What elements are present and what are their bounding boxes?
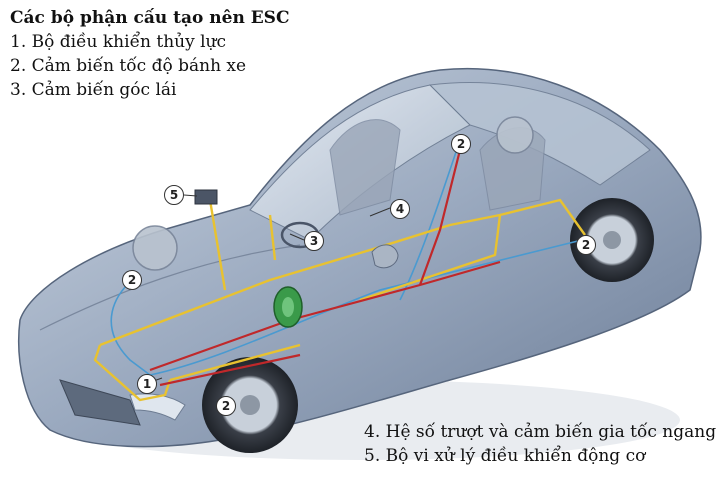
callout-2-front-left: 2 [122,270,142,290]
leader-line-5 [183,194,198,197]
wheel-rear-hub [603,231,621,249]
callout-2-front-right: 2 [216,396,236,416]
callout-5: 5 [164,185,184,205]
legend-item-1: 1. Bộ điều khiển thủy lực [10,32,227,52]
callout-2-rear-right: 2 [576,235,596,255]
legend-top: Các bộ phận cấu tạo nên ESC 1. Bộ điều k… [10,6,290,102]
wheel-front-hub [240,395,260,415]
car-grille [59,379,141,426]
brake-front-left [132,225,178,271]
wire-yellow [93,198,586,402]
legend-bottom: 4. Hệ số trượt và cảm biến gia tốc ngang… [364,420,716,468]
wire-red [149,149,501,387]
legend-item-2: 2. Cảm biến tốc độ bánh xe [10,56,247,76]
leader-line-4 [369,207,391,217]
hydraulic-controller [273,286,303,328]
callout-3: 3 [304,231,324,251]
side-mirror [371,244,399,269]
legend-item-5: 5. Bộ vi xử lý điều khiển động cơ [364,446,646,466]
callout-1: 1 [137,374,157,394]
callout-2-rear-left: 2 [451,134,471,154]
leader-line-3 [289,233,305,241]
ecu-module [194,189,218,205]
callout-4: 4 [390,199,410,219]
brake-rear-left [496,116,534,154]
legend-item-3: 3. Cảm biến góc lái [10,80,177,100]
legend-title: Các bộ phận cấu tạo nên ESC [10,8,290,28]
legend-item-4: 4. Hệ số trượt và cảm biến gia tốc ngang [364,422,717,442]
car-hood-line [39,244,301,331]
